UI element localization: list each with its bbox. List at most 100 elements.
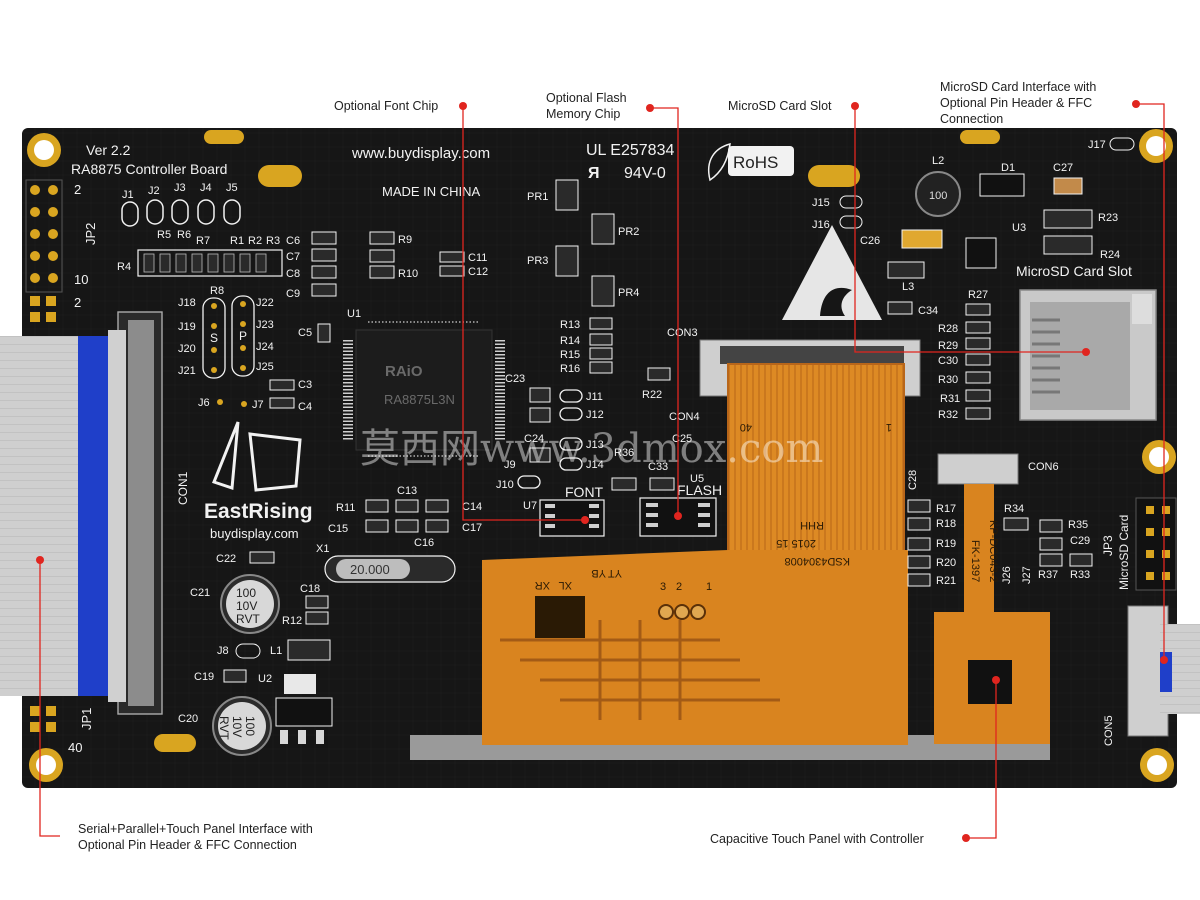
fpc-pad (674, 604, 690, 620)
pr3-label: PR3 (527, 255, 548, 267)
smd-resistor (175, 253, 187, 273)
serial-parallel-callout-line2: Optional Pin Header & FFC Connection (78, 838, 297, 852)
callout-dot (459, 102, 467, 110)
jp1-pin (46, 706, 56, 716)
c19-label: C19 (194, 671, 214, 683)
jp1-num-2: 2 (74, 295, 81, 310)
jp2-pin (30, 229, 40, 239)
jumper-pad (559, 437, 583, 451)
gold-pad (808, 165, 860, 187)
flash-chip-pads (646, 503, 710, 527)
jumper-pad (559, 407, 583, 421)
jumper-pad (559, 389, 583, 403)
sd-slot-label: MicroSD Card Slot (1016, 263, 1132, 279)
j2-label: J2 (148, 185, 160, 197)
smd-resistor (143, 253, 155, 273)
c24-label: C24 (524, 433, 544, 445)
c27-part (1053, 177, 1083, 195)
smd-resistor (239, 253, 251, 273)
logo-mark-icon (212, 421, 302, 492)
r23-label: R23 (1098, 212, 1118, 224)
c21-label: C21 (190, 587, 210, 599)
r14-label: R14 (560, 335, 580, 347)
smd-resistor (907, 499, 931, 513)
smd-cap (439, 251, 465, 263)
fpc-date: 2015 15 (776, 537, 816, 549)
jumper-pad-dot (211, 303, 217, 309)
chip-pad (646, 513, 658, 517)
jp2-pin (48, 229, 58, 239)
resistor-pack (591, 275, 615, 307)
c12-label: C12 (468, 266, 488, 278)
chip-pad (545, 514, 555, 518)
c18-label: C18 (300, 583, 320, 595)
chip-pad (698, 523, 710, 527)
c11-label: C11 (468, 252, 487, 264)
j9-label: J9 (504, 459, 516, 471)
jp3-pin (1146, 528, 1154, 536)
u2-pin (316, 730, 324, 744)
rating: 94V-0 (624, 165, 666, 182)
c20-label: C20 (178, 713, 198, 725)
jumper-pad (559, 457, 583, 471)
r5-label: R5 (157, 229, 171, 241)
callout-dot (674, 512, 682, 520)
jumper-pad (223, 199, 241, 225)
u1-pins (343, 321, 505, 457)
board-name: RA8875 Controller Board (71, 161, 227, 177)
chip-pad (698, 513, 710, 517)
r24-part (1043, 235, 1093, 255)
r22-label: R22 (642, 389, 662, 401)
p-label: P (239, 329, 247, 343)
fpc-tail (728, 364, 904, 554)
d1-label: D1 (1001, 162, 1015, 174)
sd-slot-callout: MicroSD Card Slot (728, 99, 832, 113)
callout-dot (851, 102, 859, 110)
fpc-contact-block (535, 596, 585, 638)
j10-label: J10 (496, 479, 514, 491)
rohs-badge: RoHS (708, 142, 794, 182)
c5-label: C5 (298, 327, 312, 339)
jp3-pin (1146, 506, 1154, 514)
chip-pad (589, 524, 599, 528)
r13-r16-parts (589, 317, 613, 374)
jp2-pin (48, 207, 58, 217)
cap-c21: 100 10V RVT (220, 574, 280, 634)
r1-label: R1 (230, 235, 244, 247)
inductor-l2 (915, 171, 961, 217)
smd-cap (395, 519, 419, 533)
c5-part (317, 323, 331, 343)
serial-parallel-callout-line1: Serial+Parallel+Touch Panel Interface wi… (78, 822, 313, 836)
fpc-pad (690, 604, 706, 620)
smd-resistor (159, 253, 171, 273)
r12-part (305, 611, 329, 625)
smd-resistor (1039, 553, 1063, 567)
cap-c21-text2: 10V (236, 599, 257, 613)
jp2-pin (48, 251, 58, 261)
watermark: 莫西网www.3dmox.com (360, 426, 823, 472)
jumper-pad (121, 201, 139, 227)
j21-label: J21 (178, 365, 196, 377)
c6-c9-capacitors (311, 231, 337, 297)
jp3-label: JP3 (1101, 535, 1115, 556)
chip-pad (545, 504, 555, 508)
touch-yt: YT (608, 567, 622, 579)
r37-label: R37 (1038, 569, 1058, 581)
esd-hand-icon (820, 287, 852, 316)
smd-resistor (965, 303, 991, 316)
microsd-slot-lip (1132, 294, 1152, 324)
board-version: Ver 2.2 (86, 142, 131, 158)
pr1-label: PR1 (527, 191, 548, 203)
jumper-pad-dot (211, 347, 217, 353)
j5-label: J5 (226, 182, 238, 194)
u1-model: RA8875L3N (384, 392, 455, 407)
s-label: S (210, 331, 218, 345)
callout-line-font (462, 106, 585, 521)
r10-label: R10 (398, 268, 418, 280)
r29-label: R29 (938, 340, 958, 352)
eastrising-logo: EastRising buydisplay.com (204, 421, 313, 541)
serial-parallel-callout: Serial+Parallel+Touch Panel Interface wi… (78, 821, 313, 853)
r17-label: R17 (936, 503, 956, 515)
u1-label: U1 (347, 308, 361, 320)
